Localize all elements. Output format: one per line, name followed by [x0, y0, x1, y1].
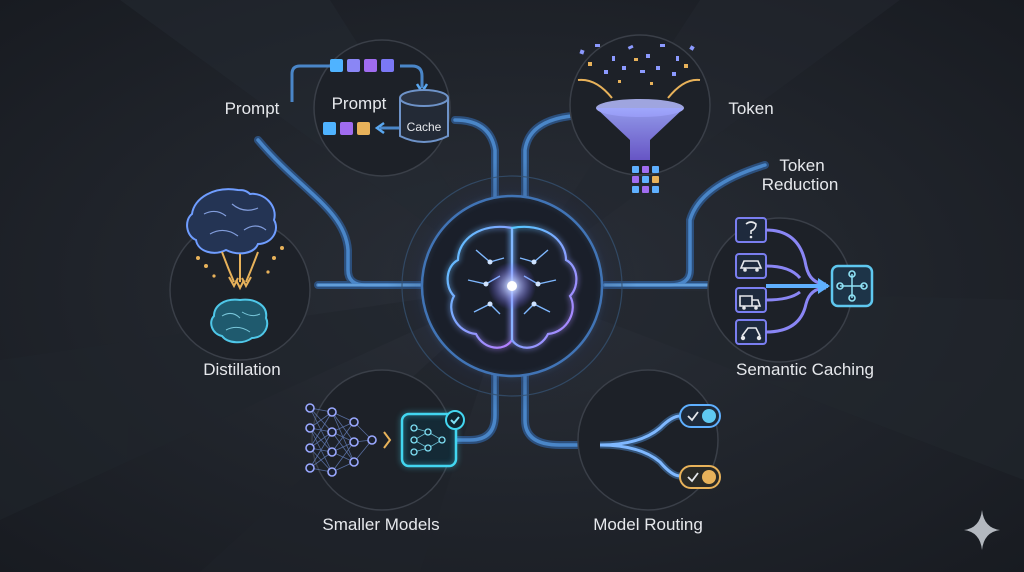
semantic-routing-icon: [735, 217, 874, 345]
model-routing-toggles-icon: [599, 404, 721, 489]
distillation-label: Distillation: [203, 360, 281, 379]
token-reduction-label-line1: Token: [779, 156, 825, 175]
brain-distillation-icon: [186, 188, 284, 344]
glowing-brain-icon: [446, 225, 578, 350]
token-reduction-label-line2: Reduction: [761, 175, 839, 194]
smaller-models-label: Smaller Models: [322, 515, 440, 534]
semantic-caching-label: Semantic Caching: [736, 360, 874, 379]
prompt-outer-label: Prompt: [224, 99, 280, 118]
node-semantic-caching: [707, 217, 853, 363]
prompt-cache-loop-icon: [290, 59, 449, 143]
token-label: Token: [728, 99, 774, 118]
neural-network-compression-icon: [305, 403, 465, 477]
token-funnel-icon: [577, 44, 701, 193]
model-routing-label: Model Routing: [593, 515, 703, 534]
cache-label: Cache: [406, 120, 442, 134]
sparkle-icon: [964, 510, 1000, 550]
prompt-inner-label: Prompt: [331, 94, 387, 113]
